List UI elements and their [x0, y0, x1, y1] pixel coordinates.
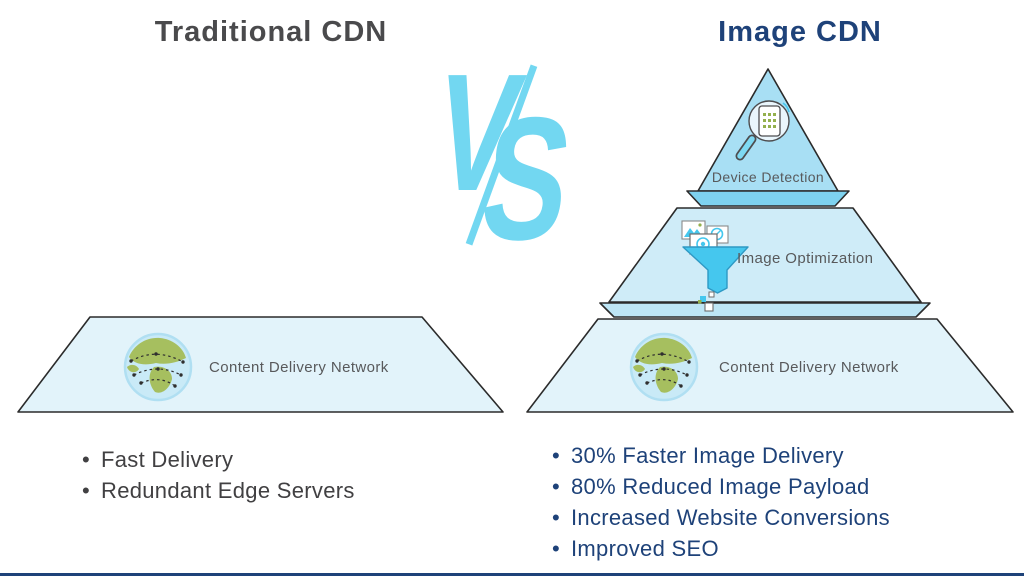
list-item: • Improved SEO [552, 533, 890, 564]
image-cdn-benefits-list: • 30% Faster Image Delivery • 80% Reduced … [552, 440, 890, 564]
globe-network-icon [123, 332, 193, 402]
tier-image-optimization-base-plate [599, 302, 931, 318]
funnel-images-icon [681, 220, 749, 312]
tier-label-cdn: Content Delivery Network [719, 359, 899, 376]
list-item: • Fast Delivery [82, 444, 355, 475]
image-cdn-title: Image CDN [718, 16, 882, 48]
traditional-cdn-diagram [17, 316, 504, 413]
tier-label-image-optimization: Image Optimization [737, 250, 874, 267]
benefit-text: Redundant Edge Servers [101, 478, 355, 503]
bullet-icon: • [82, 478, 91, 503]
bullet-icon: • [82, 447, 91, 472]
list-item: • Increased Website Conversions [552, 502, 890, 533]
bullet-icon: • [552, 505, 561, 530]
bullet-icon: • [552, 536, 561, 561]
bullet-icon: • [552, 443, 561, 468]
benefit-text: Fast Delivery [101, 447, 234, 472]
benefit-text: 30% Faster Image Delivery [571, 443, 844, 468]
benefit-text: Increased Website Conversions [571, 505, 890, 530]
tier-label-device-detection: Device Detection [711, 169, 825, 185]
traditional-cdn-tier-label: Content Delivery Network [209, 359, 389, 376]
benefit-text: Improved SEO [571, 536, 719, 561]
benefit-text: 80% Reduced Image Payload [571, 474, 870, 499]
tier-device-detection-base-plate [686, 190, 850, 207]
bullet-icon: • [552, 474, 561, 499]
list-item: • 80% Reduced Image Payload [552, 471, 890, 502]
list-item: • 30% Faster Image Delivery [552, 440, 890, 471]
globe-network-icon [629, 332, 699, 402]
image-cdn-pyramid-diagram [526, 68, 1014, 413]
bottom-accent-rule [0, 573, 1024, 576]
traditional-cdn-benefits-list: • Fast Delivery • Redundant Edge Servers [82, 444, 355, 506]
list-item: • Redundant Edge Servers [82, 475, 355, 506]
traditional-cdn-title: Traditional CDN [154, 16, 388, 48]
magnifier-device-icon [735, 100, 790, 161]
